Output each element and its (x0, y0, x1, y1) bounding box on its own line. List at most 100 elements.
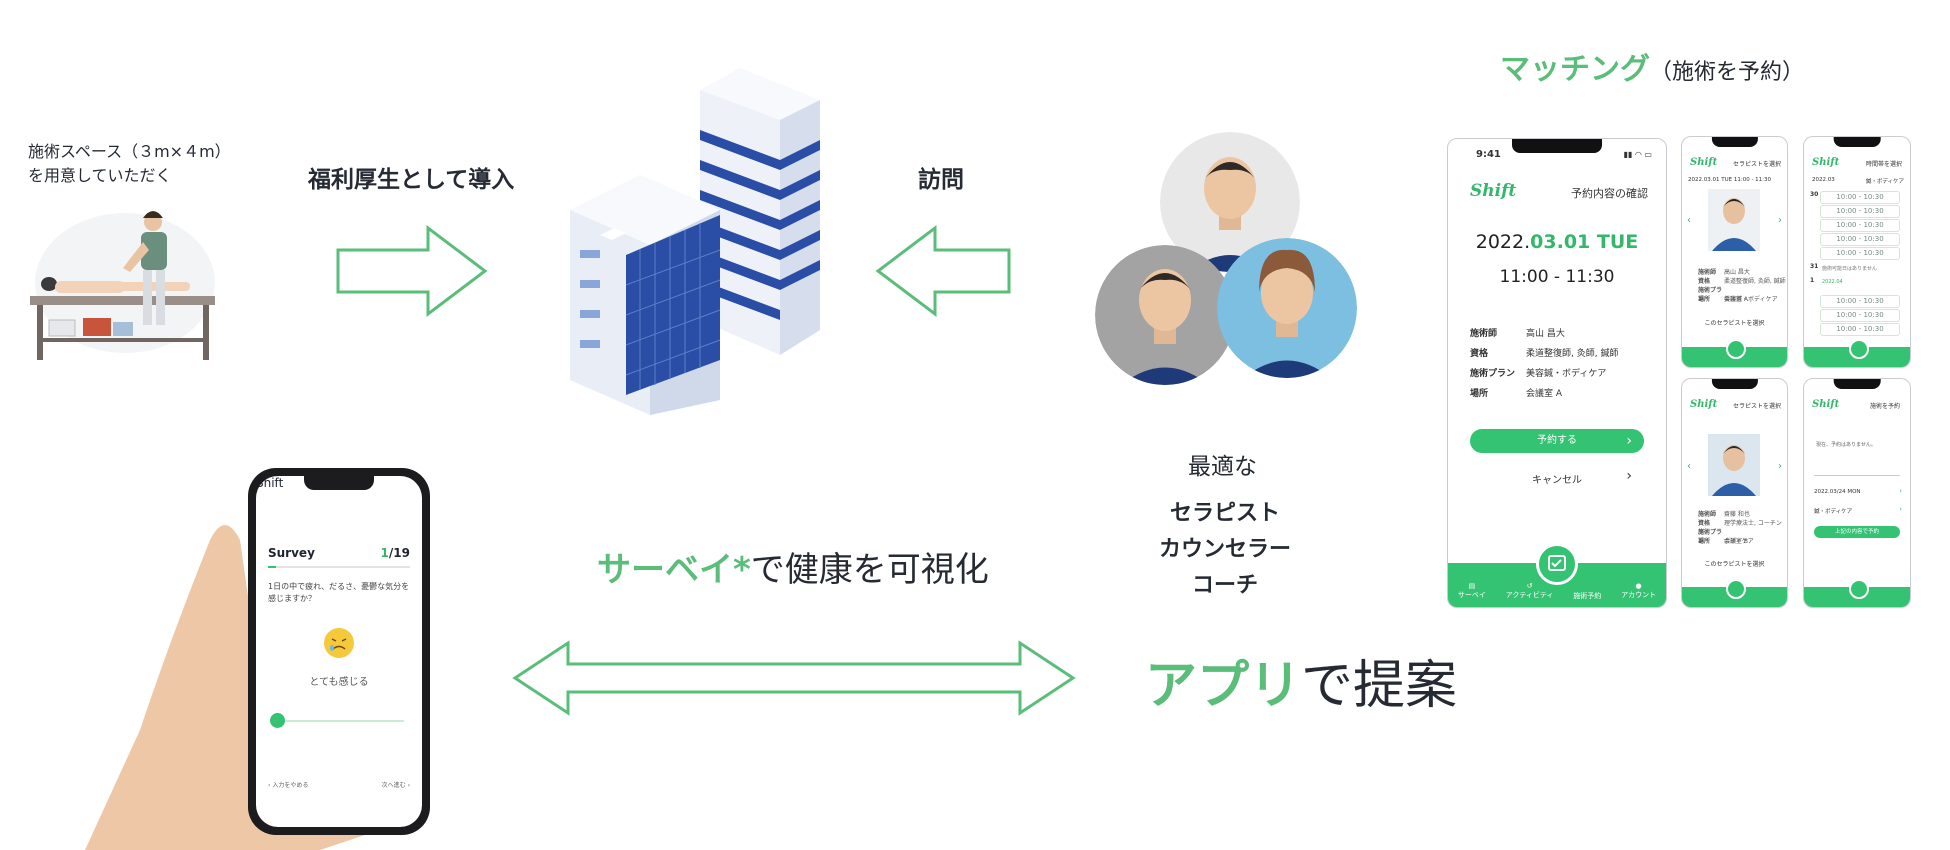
history-icon: ↺ (1526, 582, 1533, 590)
booking-date[interactable]: 2022.03/24 MON (1814, 489, 1861, 495)
select-therapist-link[interactable]: このセラピストを選択 (1704, 320, 1765, 327)
detail-row: 施術師高山 昌大 (1470, 329, 1565, 339)
detail-row: 場所会議室 A (1698, 296, 1749, 303)
arrow-left-icon (875, 225, 1011, 317)
survey-caption-highlight: サーベイ* (597, 550, 751, 590)
chevron-left-icon[interactable]: ‹ (1687, 215, 1691, 226)
detail-row: 資格柔道整復師, 灸師, 鍼師 (1698, 278, 1786, 285)
booking-details: 施術師高山 昌大 資格柔道整復師, 灸師, 鍼師 施術プラン美容鍼・ボディケア … (1470, 324, 1618, 404)
tab-activity[interactable]: ↺アクティビティ (1505, 582, 1554, 599)
detail-row: 施術プラン美容鍼・ボディケア (1470, 369, 1607, 379)
app-caption-rest: で提案 (1301, 656, 1458, 716)
time-select-phone: Shift 時間帯を選択 2022.03 鍼・ボディケア 30 10:00 - … (1803, 136, 1911, 368)
chevron-right-icon: › (405, 782, 410, 789)
screen-header: セラピストを選択 (1732, 403, 1781, 410)
time-slot[interactable]: 10:00 - 10:30 (1820, 233, 1900, 246)
plan-label: 鍼・ボディケア (1865, 179, 1904, 185)
next-link[interactable]: 次へ進む › (381, 782, 410, 789)
time-slot[interactable]: 10:00 - 10:30 (1820, 295, 1900, 308)
calendar-check-icon[interactable] (1726, 579, 1746, 599)
welfare-label: 福利厚生として導入 (308, 167, 515, 193)
chevron-right-icon: › (1899, 487, 1902, 495)
survey-progress: 1/19 (380, 546, 410, 560)
tab-survey[interactable]: ▤サーベイ (1457, 582, 1486, 599)
survey-phone: Shift Survey 1/19 1日の中で疲れ、だるさ、憂鬱な気分を感じます… (248, 468, 430, 835)
calendar-check-icon[interactable] (1536, 543, 1578, 585)
chevron-right-icon: › (1626, 433, 1632, 449)
chevron-right-icon: › (1899, 505, 1902, 513)
survey-caption: サーベイ*で健康を可視化 (597, 542, 989, 591)
tab-booking[interactable]: 施術予約 (1573, 592, 1602, 600)
therapist-select-phone-2: Shift セラピストを選択 ‹ › 施術師齋藤 和也 資格理学療法士, コーチ… (1681, 378, 1788, 608)
time-slot[interactable]: 10:00 - 10:30 (1820, 309, 1900, 322)
month-label: 2022.03 (1812, 177, 1835, 183)
massage-illustration (30, 211, 215, 360)
shift-logo: Shift (1470, 181, 1517, 201)
matching-title: マッチング (1500, 52, 1650, 87)
user-icon: ● (1635, 582, 1642, 590)
chevron-right-icon: › (1626, 468, 1632, 484)
cancel-button[interactable]: キャンセル › (1532, 468, 1632, 486)
matching-subtitle: （施術を予約） (1650, 60, 1805, 85)
survey-progress-bar (268, 566, 410, 568)
booking-confirm-phone: 9:41 ▮▮ ◠ ▭ Shift 予約内容の確認 2022.03.01 TUE… (1447, 138, 1667, 608)
therapist-select-phone-1: Shift セラピストを選択 2022.03.01 TUE 11:00 - 11… (1681, 136, 1788, 368)
status-time: 9:41 (1476, 149, 1501, 160)
answer-slider[interactable] (274, 720, 404, 722)
survey-question: 1日の中で疲れ、だるさ、憂鬱な気分を感じますか？ (268, 582, 410, 603)
stop-input-link[interactable]: ‹ 入力をやめる (268, 782, 309, 789)
visit-label: 訪問 (918, 167, 964, 193)
space-requirement-line1: 施術スペース（３m×４m） (28, 142, 231, 161)
calendar-check-icon[interactable] (1726, 339, 1746, 359)
phone-notch (304, 476, 374, 490)
reserve-button[interactable]: 予約する › (1470, 429, 1644, 453)
role-counselor: カウンセラー (1158, 537, 1291, 562)
select-therapist-link[interactable]: このセラピストを選択 (1704, 561, 1765, 568)
time-slot[interactable]: 10:00 - 10:30 (1820, 219, 1900, 232)
chevron-right-icon[interactable]: › (1778, 461, 1782, 472)
calendar-check-icon[interactable] (1849, 339, 1869, 359)
survey-answer: とても感じる (309, 677, 369, 688)
tab-account[interactable]: ●アカウント (1621, 582, 1657, 599)
app-caption: アプリで提案 (1145, 643, 1457, 718)
time-slot[interactable]: 10:00 - 10:30 (1820, 323, 1900, 336)
time-slot[interactable]: 10:00 - 10:30 (1820, 191, 1900, 204)
detail-row: 資格柔道整復師, 灸師, 鍼師 (1470, 349, 1619, 359)
screen-header: 施術を予約 (1869, 403, 1900, 410)
therapist-photo (1708, 189, 1760, 251)
time-slot[interactable]: 10:00 - 10:30 (1820, 205, 1900, 218)
space-requirement-text: 施術スペース（３m×４m） を用意していただく (28, 140, 231, 188)
office-building-illustration (570, 68, 820, 415)
status-icons: ▮▮ ◠ ▭ (1623, 150, 1652, 159)
confirm-booking-button[interactable]: 上記の内容で予約 (1814, 526, 1900, 538)
survey-screen: Shift Survey 1/19 1日の中で疲れ、だるさ、憂鬱な気分を感じます… (256, 476, 422, 827)
slider-handle[interactable] (270, 713, 285, 728)
chevron-left-icon[interactable]: ‹ (1687, 461, 1691, 472)
booking-date-year: 2022. (1475, 231, 1531, 253)
optimal-label: 最適な (1188, 454, 1257, 480)
shift-logo: Shift (1812, 399, 1840, 410)
app-caption-highlight: アプリ (1145, 656, 1302, 716)
time-slot[interactable]: 10:00 - 10:30 (1820, 247, 1900, 260)
booking-plan[interactable]: 鍼・ボディケア (1814, 509, 1853, 515)
space-requirement-line2: を用意していただく (28, 166, 172, 185)
therapists-illustration (1095, 132, 1357, 385)
survey-title: Survey (268, 546, 315, 560)
chevron-left-icon: ‹ (268, 782, 273, 789)
screen-date: 2022.03.01 TUE 11:00 - 11:30 (1688, 177, 1772, 183)
shift-logo: Shift (1690, 157, 1718, 168)
role-therapist: セラピスト (1169, 501, 1280, 526)
day-label: 1 (1810, 277, 1815, 284)
detail-row: 施術師齋藤 和也 (1698, 511, 1750, 518)
tired-face-icon (324, 628, 354, 658)
arrow-right-icon (336, 225, 488, 317)
chevron-right-icon[interactable]: › (1778, 215, 1782, 226)
calendar-check-icon[interactable] (1849, 579, 1869, 599)
therapist-photo (1708, 434, 1760, 496)
matching-heading: マッチング（施術を予約） (1500, 44, 1804, 88)
role-coach: コーチ (1191, 573, 1258, 598)
shift-logo: Shift (1812, 157, 1840, 168)
survey-progress-fill (268, 566, 276, 568)
screen-header: セラピストを選択 (1732, 161, 1781, 168)
detail-row: 場所会議室 A (1470, 389, 1563, 399)
